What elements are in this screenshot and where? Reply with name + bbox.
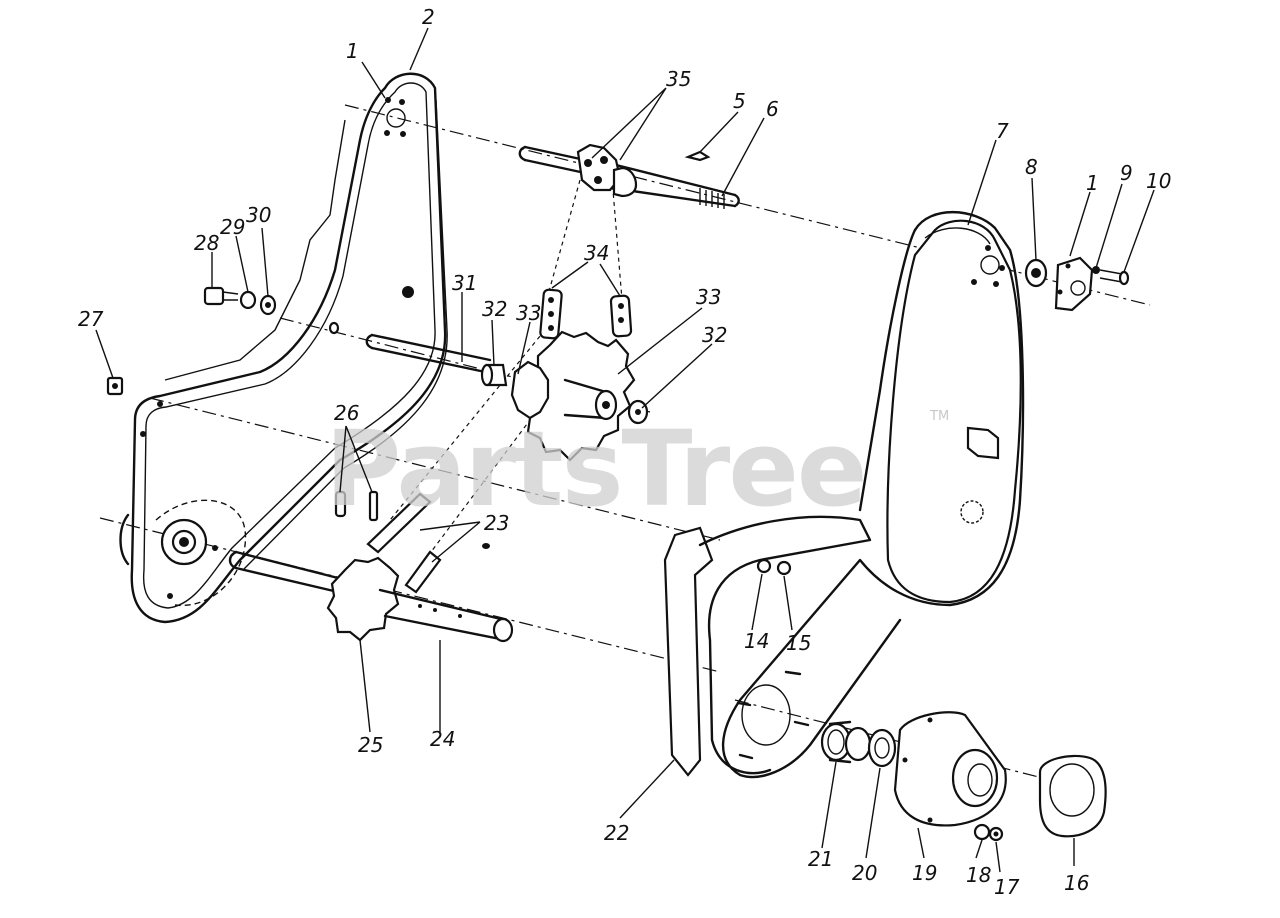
callout-5: 5 [733,89,746,113]
callout-labels: 1 2 35 5 6 7 8 1 9 10 28 29 30 34 31 32 … [78,5,1171,899]
callout-2: 2 [422,5,435,29]
watermark: PartsTree TM [325,408,949,530]
callout-32-left: 32 [482,297,507,321]
callout-29: 29 [220,215,245,239]
callout-17: 17 [994,875,1020,899]
callout-21: 21 [808,847,833,871]
right-bearing-hardware [1024,256,1130,312]
callout-34: 34 [584,241,609,265]
callout-15: 15 [786,631,811,655]
right-chaincase-housing [721,211,1025,779]
middle-shaft-assembly [365,330,649,462]
upper-shaft-assembly [518,143,740,209]
left-chaincase-housing [119,72,448,624]
callout-22: 22 [604,821,629,845]
callout-7: 7 [996,119,1009,143]
watermark-trademark: TM [929,409,949,424]
callout-18: 18 [966,863,991,887]
leader-lines [95,27,1155,873]
callout-19: 19 [912,861,937,885]
left-hardware [106,286,340,396]
callout-16: 16 [1064,871,1089,895]
callout-27: 27 [78,307,104,331]
callout-24: 24 [430,727,455,751]
callout-9: 9 [1120,161,1133,185]
callout-1-left: 1 [346,39,359,63]
callout-23: 23 [484,511,509,535]
callout-33-right: 33 [696,285,721,309]
callout-30: 30 [246,203,271,227]
watermark-text: PartsTree [325,408,865,530]
callout-25: 25 [358,733,383,757]
lower-shaft-assembly [228,550,514,643]
lower-right-cover [663,515,872,777]
callout-32-right: 32 [702,323,727,347]
callout-20: 20 [852,861,877,885]
callout-35: 35 [666,67,691,91]
upper-chain-links [539,288,633,340]
callout-8: 8 [1025,155,1038,179]
callout-6: 6 [766,97,779,121]
callout-26: 26 [334,401,359,425]
lower-chain-and-pins [334,490,490,594]
callout-1-right: 1 [1086,171,1099,195]
callout-14: 14 [744,629,769,653]
callout-10: 10 [1146,169,1171,193]
callout-28: 28 [194,231,219,255]
hub-assembly [820,711,1107,842]
callout-33-left: 33 [516,301,541,325]
callout-31: 31 [452,271,477,295]
